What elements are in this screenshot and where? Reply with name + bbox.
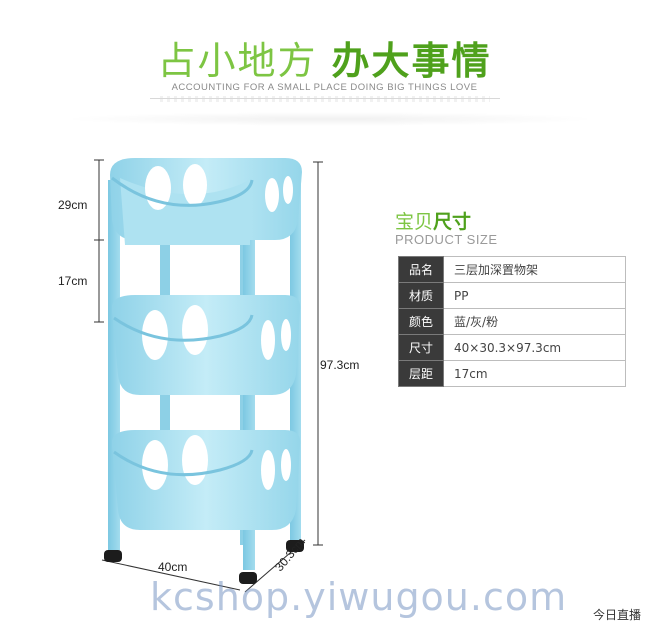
spec-value: 蓝/灰/粉: [443, 308, 626, 335]
spec-row-name: 品名 三层加深置物架: [398, 256, 626, 283]
spec-table: 品名 三层加深置物架 材质 PP 颜色 蓝/灰/粉 尺寸 40×30.3×97.…: [398, 256, 626, 387]
storage-rack-illustration: [94, 158, 323, 593]
size-section-subtitle: PRODUCT SIZE: [395, 232, 498, 247]
spec-row-material: 材质 PP: [398, 282, 626, 309]
spec-row-spacing: 层距 17cm: [398, 360, 626, 387]
headline-bold: 办大事情: [331, 39, 492, 83]
live-badge[interactable]: 今日直播: [590, 606, 643, 623]
spec-key: 颜色: [398, 308, 444, 335]
spec-row-color: 颜色 蓝/灰/粉: [398, 308, 626, 335]
size-title-light: 宝贝: [395, 211, 434, 233]
dimension-width: 40cm: [158, 560, 188, 574]
spec-row-size: 尺寸 40×30.3×97.3cm: [398, 334, 626, 361]
spec-key: 尺寸: [398, 334, 444, 361]
headline-light: 占小地方: [157, 39, 318, 83]
page-headline: 占小地方办大事情: [0, 30, 649, 85]
dimension-tier-height: 29cm: [58, 198, 88, 212]
size-title-bold: 尺寸: [433, 211, 472, 233]
spec-key: 材质: [398, 282, 444, 309]
dimension-total-height: 97.3cm: [320, 358, 360, 372]
site-watermark: kcshop.yiwugou.com: [150, 575, 568, 619]
headline-subtitle: ACCOUNTING FOR A SMALL PLACE DOING BIG T…: [171, 82, 478, 93]
size-section-title: 宝贝尺寸: [395, 207, 471, 234]
rack-tier-middle: [111, 295, 301, 395]
rack-tier-top: [110, 158, 302, 245]
spec-value: 40×30.3×97.3cm: [443, 334, 626, 361]
spec-key: 层距: [398, 360, 444, 387]
dimension-layer-gap: 17cm: [58, 274, 88, 288]
spec-value: 三层加深置物架: [443, 256, 626, 283]
rack-tier-bottom: [111, 430, 301, 530]
product-image: 29cm 17cm 97.3cm 40cm 30.3cm: [40, 140, 380, 610]
spec-key: 品名: [398, 256, 444, 283]
header-shadow: [60, 112, 600, 126]
spec-value: 17cm: [443, 360, 626, 387]
header-divider-dots: [160, 96, 490, 102]
caster-wheels: [104, 540, 304, 584]
spec-value: PP: [443, 282, 626, 309]
header-divider: [150, 98, 500, 99]
